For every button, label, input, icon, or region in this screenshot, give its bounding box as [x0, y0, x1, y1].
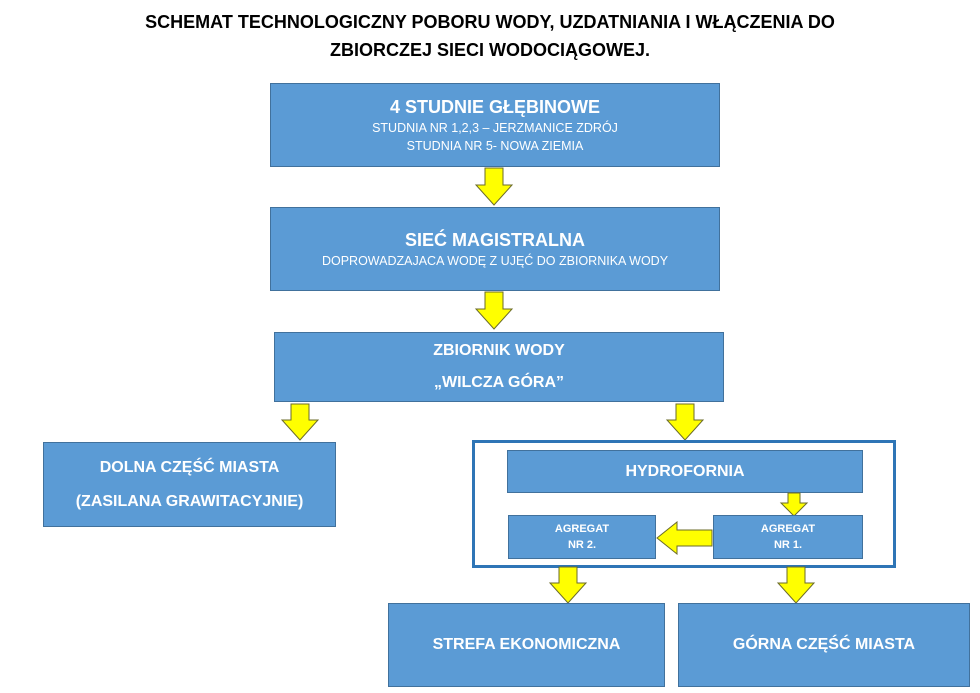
lower-city-line-2: (ZASILANA GRAWITACYJNIE)	[75, 492, 304, 510]
hydrophore-frame	[472, 440, 896, 568]
main-network-heading: SIEĆ MAGISTRALNA	[405, 230, 585, 250]
economic-zone-label: STREFA EKONOMICZNA	[432, 636, 621, 653]
unit-2-box: AGREGAT NR 2.	[508, 515, 656, 559]
wells-line-1: STUDNIA NR 1,2,3 – JERZMANICE ZDRÓJ	[372, 121, 618, 135]
wells-box: 4 STUDNIE GŁĘBINOWE STUDNIA NR 1,2,3 – J…	[270, 83, 720, 167]
hydrophore-label: HYDROFORNIA	[625, 462, 745, 480]
main-network-line-1: DOPROWADZAJACA WODĘ Z UJĘĆ DO ZBIORNIKA …	[321, 254, 669, 268]
upper-city-box: GÓRNA CZĘŚĆ MIASTA	[678, 603, 970, 687]
down-arrow-4	[665, 403, 705, 441]
wells-line-2: STUDNIA NR 5- NOWA ZIEMIA	[406, 139, 584, 153]
unit-1-line-1: AGREGAT	[760, 523, 816, 535]
economic-zone-box: STREFA EKONOMICZNA	[388, 603, 665, 687]
down-arrow-1	[474, 167, 514, 206]
lower-city-line-1: DOLNA CZĘŚĆ MIASTA	[99, 458, 280, 476]
reservoir-line-2: „WILCZA GÓRA”	[433, 374, 565, 391]
wells-heading: 4 STUDNIE GŁĘBINOWE	[389, 97, 600, 117]
down-arrow-2	[474, 291, 514, 330]
down-arrow-5	[548, 566, 588, 604]
title-line-2: ZBIORCZEJ SIECI WODOCIĄGOWEJ.	[329, 40, 651, 60]
upper-city-label: GÓRNA CZĘŚĆ MIASTA	[732, 636, 916, 653]
lower-city-box: DOLNA CZĘŚĆ MIASTA (ZASILANA GRAWITACYJN…	[43, 442, 336, 527]
hydrophore-box: HYDROFORNIA	[507, 450, 863, 493]
main-network-box: SIEĆ MAGISTRALNA DOPROWADZAJACA WODĘ Z U…	[270, 207, 720, 291]
unit-1-line-2: NR 1.	[773, 539, 803, 551]
title-line-1: SCHEMAT TECHNOLOGICZNY POBORU WODY, UZDA…	[145, 12, 835, 32]
down-arrow-small	[779, 492, 809, 517]
reservoir-line-1: ZBIORNIK WODY	[433, 342, 565, 359]
left-arrow	[656, 521, 713, 555]
reservoir-box: ZBIORNIK WODY „WILCZA GÓRA”	[274, 332, 724, 402]
diagram-title: SCHEMAT TECHNOLOGICZNY POBORU WODY, UZDA…	[0, 8, 980, 64]
down-arrow-6	[776, 566, 816, 604]
unit-1-box: AGREGAT NR 1.	[713, 515, 863, 559]
unit-2-line-2: NR 2.	[567, 539, 597, 551]
unit-2-line-1: AGREGAT	[554, 523, 610, 535]
down-arrow-3	[280, 403, 320, 441]
